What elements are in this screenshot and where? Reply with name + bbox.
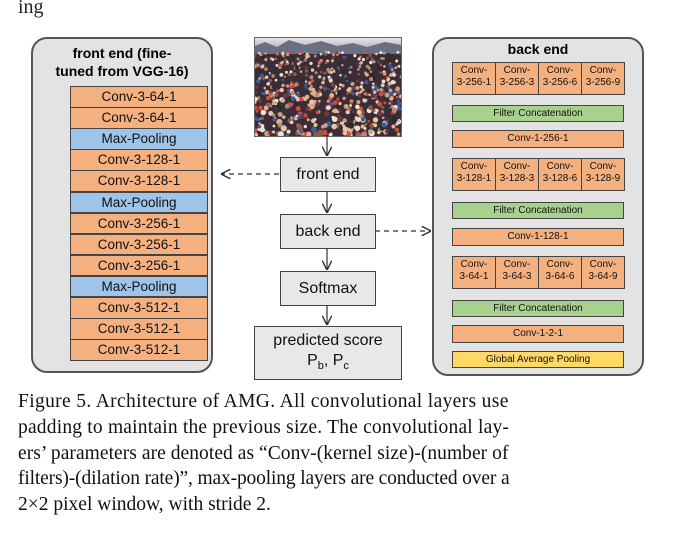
p-separator: , <box>323 352 333 369</box>
filter-concatenation-1: Filter Concatenation <box>452 105 624 122</box>
figure-caption: Figure 5. Architecture of AMG. All convo… <box>18 389 673 518</box>
caption-line-5: 2×2 pixel window, with stride 2. <box>18 494 271 516</box>
conv-layer: Conv-3-64-1 <box>70 107 208 129</box>
dilated-conv-cell-line1: Conv- <box>589 161 617 172</box>
dilated-conv-cell-line1: Conv- <box>589 259 617 270</box>
dilated-conv-cell-line1: Conv- <box>503 161 531 172</box>
dilated-conv-cell-line1: Conv- <box>546 259 574 270</box>
filter-concatenation-2: Filter Concatenation <box>452 202 624 219</box>
crowd-photo <box>254 37 402 137</box>
dilated-conv-cell: Conv-3-64-1 <box>452 256 496 289</box>
cropped-previous-text: ing <box>18 0 44 18</box>
conv-layer: Conv-3-128-1 <box>70 170 208 192</box>
conv-layer: Conv-3-512-1 <box>70 339 208 361</box>
dilated-conv-cell-line2: 3-64-6 <box>545 271 575 282</box>
dilated-conv-cell: Conv-3-256-3 <box>495 62 539 95</box>
softmax-box: Softmax <box>280 271 376 306</box>
conv-layer: Conv-3-256-1 <box>70 254 208 277</box>
caption-line-3: ers’ parameters are denoted as “Conv-(ke… <box>18 442 509 464</box>
front-end-title-line2: tuned from VGG-16) <box>55 63 189 79</box>
dilated-conv-cell-line2: 3-64-3 <box>502 271 532 282</box>
dilated-conv-cell-line2: 3-128-9 <box>585 173 621 184</box>
dilated-conv-cell-line2: 3-128-3 <box>499 173 535 184</box>
dilated-conv-cell: Conv-3-64-6 <box>538 256 582 289</box>
conv-layer: Conv-3-256-1 <box>70 212 208 235</box>
conv-1-256-1-box: Conv-1-256-1 <box>452 130 624 148</box>
dilated-conv-cell: Conv-3-256-1 <box>452 62 496 95</box>
p-b-main: P <box>307 352 318 369</box>
dilated-conv-cell: Conv-3-256-6 <box>538 62 582 95</box>
dilated-conv-cell: Conv-3-64-3 <box>495 256 539 289</box>
conv-layer: Conv-3-512-1 <box>70 297 208 319</box>
conv-1-128-1-box: Conv-1-128-1 <box>452 228 624 246</box>
dilated-conv-cell-line1: Conv- <box>589 65 617 76</box>
max-pooling-layer: Max-Pooling <box>70 191 208 213</box>
dilated-conv-cell: Conv-3-128-6 <box>538 158 582 191</box>
caption-line-4: filters)-(dilation rate)”, max-pooling l… <box>18 468 510 490</box>
dilated-conv-cell-line2: 3-128-6 <box>542 173 578 184</box>
dilated-conv-cell-line2: 3-64-9 <box>588 271 618 282</box>
back-end-title: back end <box>507 41 569 57</box>
predicted-score-label: predicted score <box>273 332 383 349</box>
softmax-box-label: Softmax <box>298 280 358 297</box>
max-pooling-layer: Max-Pooling <box>70 275 208 298</box>
dilated-conv-cell-line2: 3-256-6 <box>542 77 578 88</box>
dilated-conv-cell: Conv-3-128-9 <box>581 158 625 191</box>
back-end-box-label: back end <box>295 223 361 240</box>
conv-layer: Conv-3-512-1 <box>70 318 208 340</box>
filter-concatenation-3: Filter Concatenation <box>452 300 624 317</box>
dilated-conv-cell: Conv-3-128-1 <box>452 158 496 191</box>
dilated-conv-cell-line1: Conv- <box>460 259 488 270</box>
dilated-conv-cell-line2: 3-128-1 <box>456 173 492 184</box>
predicted-score-symbols: Pb, Pc <box>255 351 401 376</box>
caption-line-1: Figure 5. Architecture of AMG. All convo… <box>18 391 509 412</box>
front-end-title-line1: front end (fine- <box>72 45 172 61</box>
dilated-conv-cell-line2: 3-256-3 <box>499 77 535 88</box>
dilated-conv-cell-line1: Conv- <box>503 65 531 76</box>
front-end-box: front end <box>280 157 376 192</box>
p-b-sub: b <box>317 360 324 373</box>
max-pooling-layer: Max-Pooling <box>70 128 208 150</box>
back-end-box: back end <box>280 214 376 249</box>
global-average-pooling-box: Global Average Pooling <box>452 351 624 368</box>
dilated-conv-cell: Conv-3-256-9 <box>581 62 625 95</box>
front-end-box-label: front end <box>296 166 360 183</box>
predicted-score-box: predicted score Pb, Pc <box>254 326 402 380</box>
conv-layer: Conv-3-64-1 <box>70 86 208 108</box>
p-c-main: P <box>332 352 344 369</box>
conv-layer: Conv-3-256-1 <box>70 233 208 256</box>
dilated-conv-cell-line1: Conv- <box>503 259 531 270</box>
conv-layer: Conv-3-128-1 <box>70 149 208 171</box>
caption-line-2: padding to maintain the previous size. T… <box>18 416 510 438</box>
dilated-conv-cell: Conv-3-128-3 <box>495 158 539 191</box>
dilated-conv-cell-line1: Conv- <box>460 65 488 76</box>
dilated-conv-cell-line2: 3-64-1 <box>459 271 489 282</box>
dilated-conv-cell-line1: Conv- <box>546 161 574 172</box>
dilated-conv-cell-line1: Conv- <box>546 65 574 76</box>
dilated-conv-cell-line1: Conv- <box>460 161 488 172</box>
p-c-sub: c <box>343 360 349 373</box>
dilated-conv-cell-line2: 3-256-9 <box>585 77 621 88</box>
dilated-conv-cell: Conv-3-64-9 <box>581 256 625 289</box>
conv-1-2-1-box: Conv-1-2-1 <box>452 325 624 343</box>
dilated-conv-cell-line2: 3-256-1 <box>456 77 492 88</box>
crowd-photo-graphic <box>255 38 401 136</box>
